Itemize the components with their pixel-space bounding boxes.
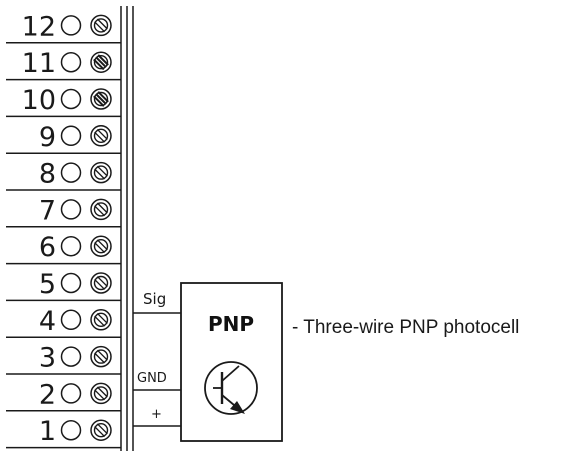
terminal-row: 9: [6, 122, 121, 154]
screw-icon: [90, 419, 112, 441]
terminal-number: 4: [39, 306, 56, 337]
terminal-row: 12: [6, 11, 121, 44]
terminal-row: 7: [6, 195, 121, 228]
sig-label: Sig: [143, 290, 166, 308]
pnp-title: PNP: [208, 312, 254, 336]
terminal-hole: [60, 51, 82, 73]
screw-icon: [90, 345, 112, 368]
plus-label: +: [151, 407, 162, 422]
terminal-number: 11: [22, 48, 56, 79]
terminal-row: 8: [6, 159, 121, 191]
terminal-number: 1: [39, 416, 56, 447]
screw-icon: [90, 382, 112, 405]
pnp-device-box: [180, 282, 283, 442]
screw-icon: [90, 235, 112, 257]
screw-icon: [90, 51, 112, 73]
gnd-label: GND: [137, 371, 167, 386]
terminal-number: 2: [39, 379, 56, 410]
terminal-number: 12: [22, 11, 56, 42]
terminal-row: 4: [6, 306, 121, 338]
terminal-row: 2: [6, 379, 121, 412]
terminal-row: 11: [6, 48, 121, 81]
terminal-hole: [60, 125, 82, 147]
terminal-number: 8: [39, 159, 56, 190]
terminal-hole: [60, 419, 82, 441]
terminal-number: 6: [39, 232, 56, 263]
screw-icon: [90, 14, 112, 37]
terminal-hole: [60, 88, 82, 110]
terminal-hole: [60, 235, 82, 257]
transistor-icon: [204, 361, 258, 415]
terminal-hole: [60, 309, 82, 331]
terminal-number: 10: [22, 85, 56, 116]
terminal-number: 9: [39, 122, 56, 153]
screw-icon: [90, 161, 112, 184]
terminal-hole: [60, 346, 82, 367]
screw-icon: [90, 198, 112, 221]
terminal-row: 6: [6, 232, 121, 265]
terminal-row: 3: [6, 343, 121, 375]
pnp-device: PNP: [180, 282, 283, 442]
terminal-hole: [60, 272, 82, 294]
terminal-row: 1: [6, 416, 121, 449]
screw-icon: [90, 125, 112, 147]
terminal-hole: [60, 15, 82, 36]
screw-icon: [90, 309, 112, 331]
terminal-hole: [60, 162, 82, 183]
screw-icon: [90, 272, 112, 294]
terminal-strip: [120, 6, 134, 451]
terminal-hole: [60, 383, 82, 404]
wires: Sig GND +: [133, 290, 181, 427]
terminal-row: 5: [6, 269, 121, 302]
terminal-number: 5: [39, 269, 56, 300]
terminal-row: 10: [6, 85, 121, 118]
screw-icon: [90, 88, 112, 110]
terminal-rows: 12 11 10 9 8 7 6 5 4 3 2 1: [6, 11, 121, 449]
device-description: - Three-wire PNP photocell: [292, 317, 519, 338]
terminal-number: 3: [39, 343, 56, 374]
terminal-hole: [60, 199, 82, 220]
terminal-number: 7: [39, 195, 56, 226]
